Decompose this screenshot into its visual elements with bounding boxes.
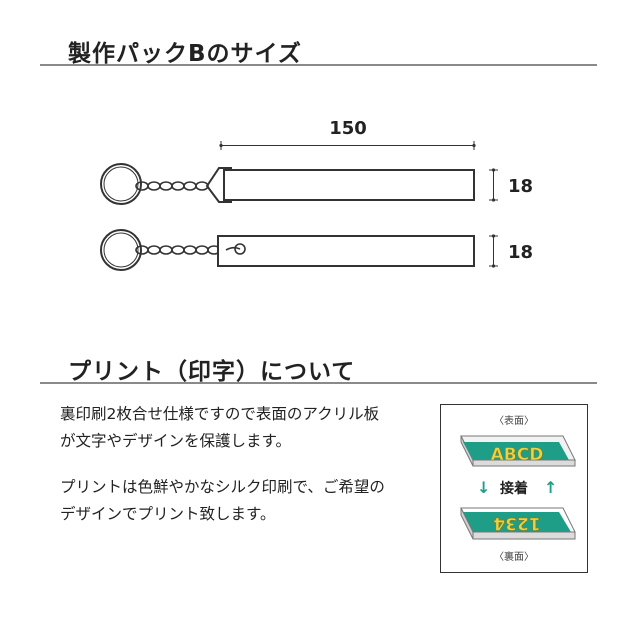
height-dimension-1 [489,168,498,202]
back-plate: 1234 [460,507,576,540]
section-divider-2 [40,382,597,384]
height-label-2: 18 [508,242,533,263]
paragraph-1-line-2: が文字やデザインを保護します。 [60,432,291,450]
arrow-up-icon: ↑ [544,478,557,497]
paragraph-1: 裏印刷2枚合せ仕様ですので表面のアクリル板 が文字やデザインを保護します。 [60,401,379,455]
acrylic-plate-1 [223,169,475,201]
section-divider-1 [40,64,597,66]
back-print-text: 1234 [493,513,540,533]
width-label: 150 [329,118,367,139]
height-dimension-2 [489,234,498,268]
paragraph-2: プリントは色鮮やかなシルク印刷で、ご希望の デザインでプリント致します。 [60,474,385,528]
keychain-2 [100,229,475,271]
front-label: 〈表面〉 [494,414,534,427]
paragraph-2-line-1: プリントは色鮮やかなシルク印刷で、ご希望の [60,478,385,496]
print-layer-illustration: 〈表面〉 ABCD ↓ 接着 ↑ 1234 〈裏面〉 [460,414,576,563]
keychain-1 [100,163,475,205]
paragraph-2-line-2: デザインでプリント致します。 [60,505,276,523]
arrow-down-icon: ↓ [477,478,490,497]
front-print-layer [463,442,569,460]
width-dimension [219,141,476,150]
keychain-size-diagram: 150 18 [100,118,533,271]
height-label-1: 18 [508,176,533,197]
section-title-size: 製作パックBのサイズ [68,41,302,67]
bond-label: 接着 [500,480,528,497]
section-title-print: プリント（印字）について [68,359,356,385]
print-layer-panel: 〈表面〉 ABCD ↓ 接着 ↑ 1234 〈裏面〉 [440,404,588,573]
back-label: 〈裏面〉 [494,550,534,563]
front-plate: ABCD [460,435,576,467]
paragraph-1-line-1: 裏印刷2枚合せ仕様ですので表面のアクリル板 [60,405,380,423]
acrylic-plate-2 [217,235,475,267]
front-print-text: ABCD [491,445,544,465]
